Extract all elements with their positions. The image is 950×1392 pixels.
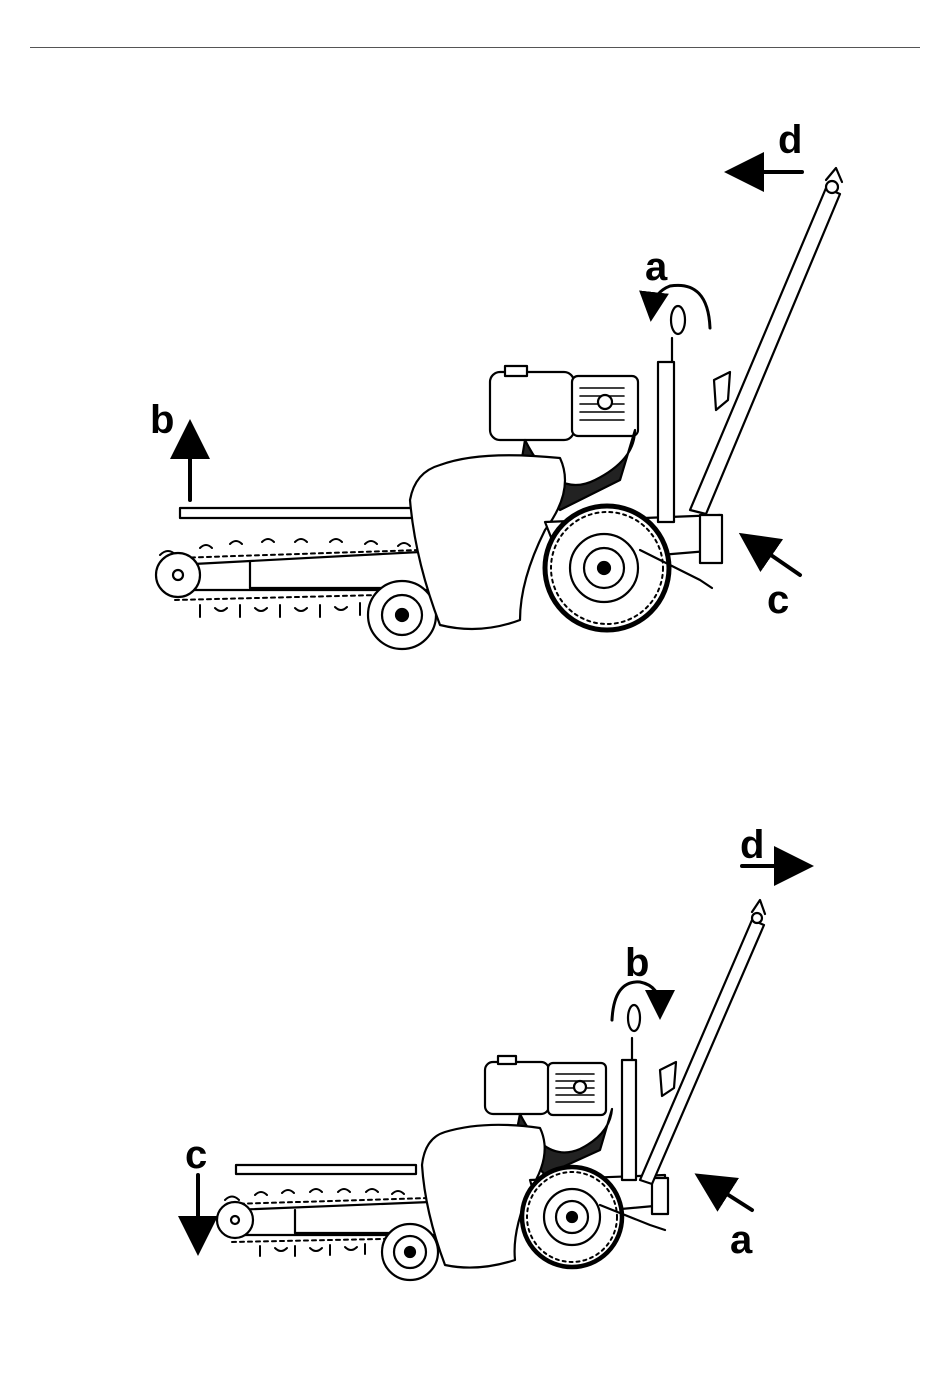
depth-lever-post <box>658 362 674 522</box>
label-d: d <box>778 120 802 160</box>
depth-lever-post <box>622 1060 636 1180</box>
label-b: b <box>150 400 174 440</box>
boom-plate <box>180 508 412 518</box>
trencher-figure-2: a b c d <box>0 820 950 1290</box>
arrow-a <box>708 1182 752 1210</box>
front-sprocket <box>217 1202 253 1238</box>
label-a: a <box>645 247 667 287</box>
trencher-drawing-2 <box>0 820 950 1290</box>
lever-knob <box>628 1005 640 1031</box>
label-c: c <box>185 1135 207 1175</box>
boom-plate <box>236 1165 416 1174</box>
trencher-figure-1: a b c d <box>0 110 950 670</box>
label-d: d <box>740 825 764 865</box>
arrow-c <box>752 542 800 575</box>
belt-guard <box>410 455 565 629</box>
header-rule <box>30 47 920 48</box>
label-b: b <box>625 943 649 983</box>
front-sprocket <box>156 553 200 597</box>
trencher-drawing-1 <box>0 110 950 670</box>
label-c: c <box>767 580 789 620</box>
label-a: a <box>730 1220 752 1260</box>
lever-knob <box>671 306 685 334</box>
handle-bar <box>690 188 840 514</box>
handle-bar <box>640 920 764 1184</box>
